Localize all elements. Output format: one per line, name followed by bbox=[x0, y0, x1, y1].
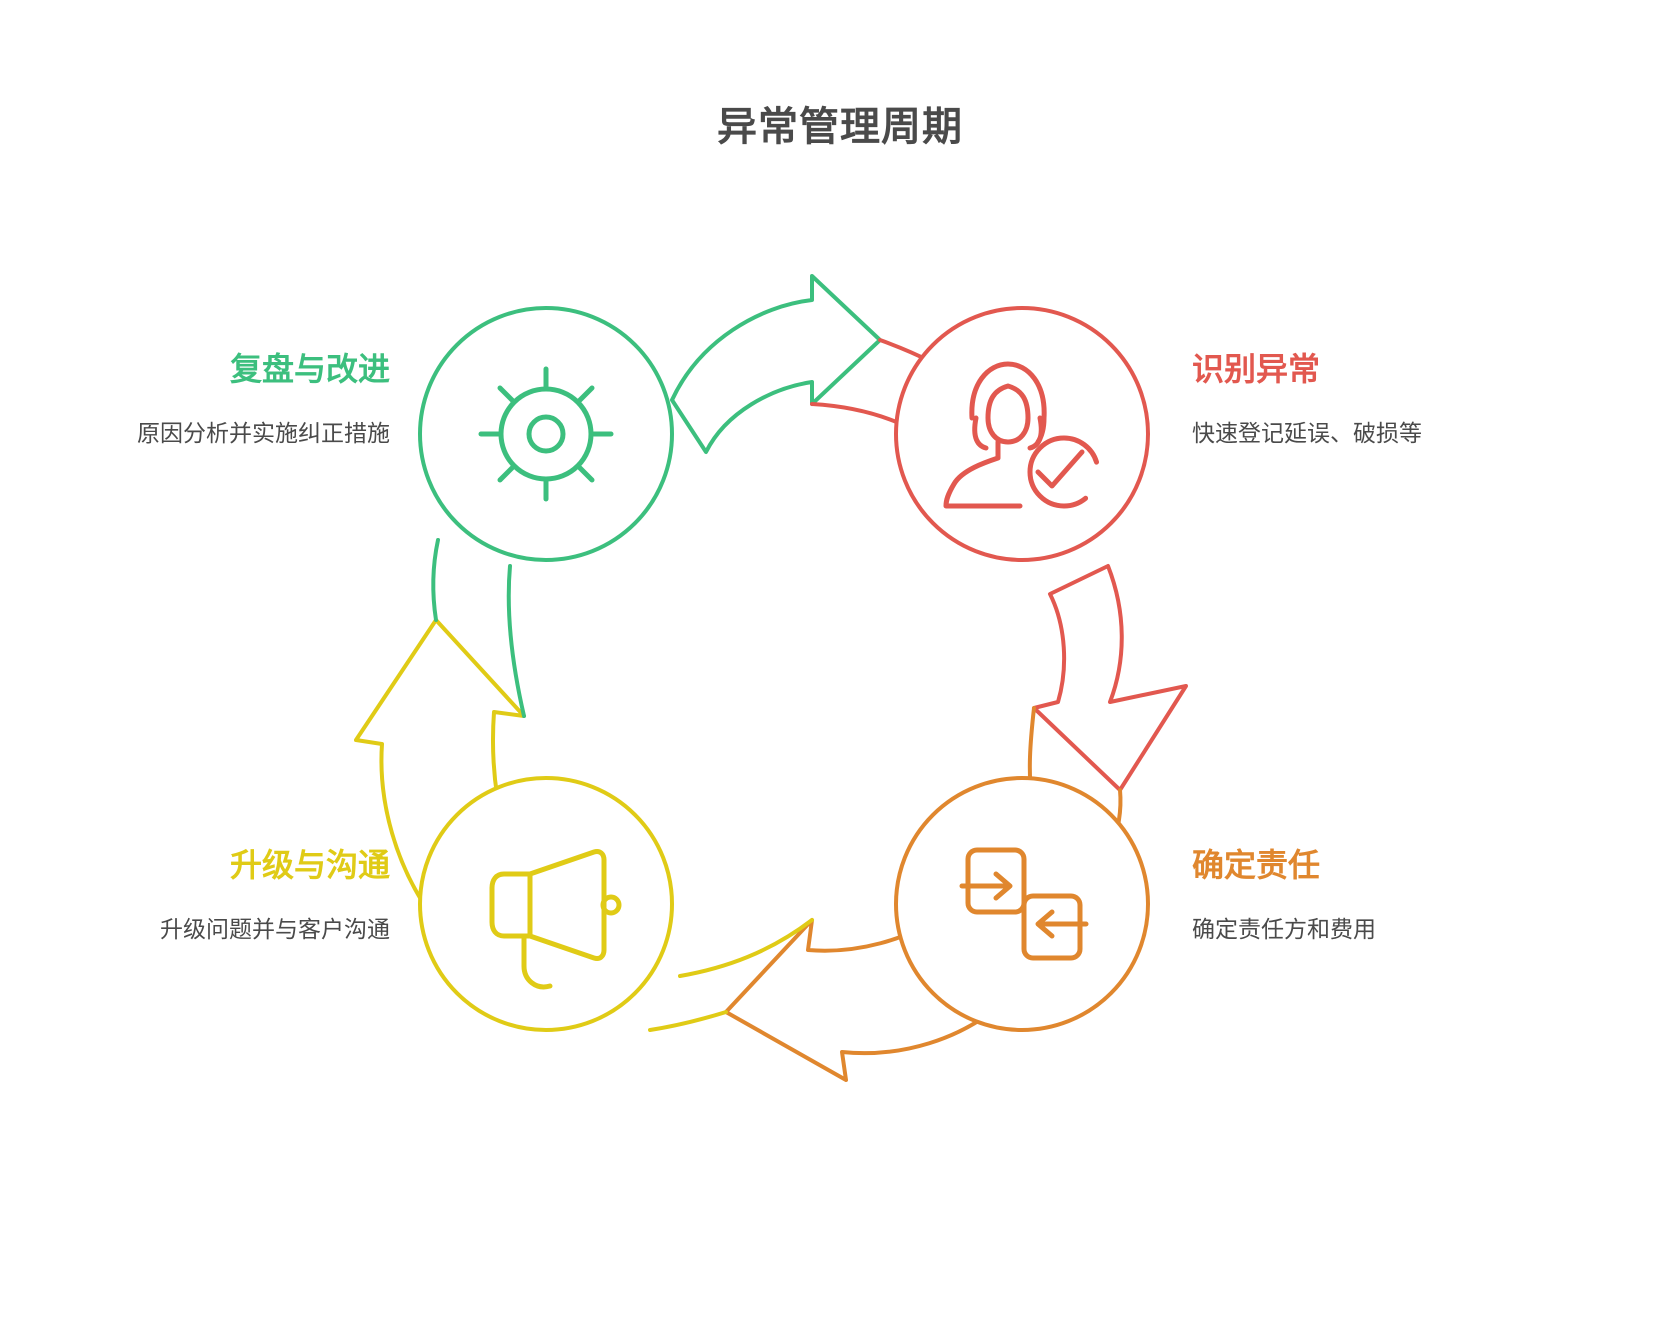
arrow-segment-review-in bbox=[431, 538, 526, 718]
step-title-escalate: 升级与沟通 bbox=[229, 847, 390, 883]
label-block-assign: 确定责任 确定责任方和费用 bbox=[1192, 847, 1632, 945]
node-circle-review[interactable] bbox=[418, 306, 674, 562]
step-desc-review: 原因分析并实施纠正措施 bbox=[137, 420, 390, 447]
label-block-identify: 识别异常 快速登记延误、破损等 bbox=[1192, 351, 1632, 449]
person-check-icon bbox=[943, 361, 1101, 509]
step-desc-identify: 快速登记延误、破损等 bbox=[1192, 420, 1422, 447]
step-title-identify: 识别异常 bbox=[1192, 351, 1321, 387]
megaphone-icon bbox=[489, 849, 622, 990]
transfer-arrows-icon bbox=[959, 847, 1089, 961]
page-title: 异常管理周期 bbox=[717, 105, 963, 149]
step-title-review: 复盘与改进 bbox=[229, 351, 390, 387]
node-circle-escalate[interactable] bbox=[418, 776, 674, 1032]
gear-sun-icon bbox=[478, 366, 614, 502]
arrow-segment-escalate-in bbox=[648, 918, 814, 1032]
step-desc-assign: 确定责任方和费用 bbox=[1192, 916, 1376, 943]
arrow-review-to-identify bbox=[670, 274, 882, 454]
step-desc-escalate: 升级问题并与客户沟通 bbox=[160, 916, 390, 943]
label-block-review: 复盘与改进 原因分析并实施纠正措施 bbox=[0, 351, 390, 449]
arrow-identify-to-assign bbox=[1032, 564, 1188, 792]
step-title-assign: 确定责任 bbox=[1192, 847, 1321, 883]
label-block-escalate: 升级与沟通 升级问题并与客户沟通 bbox=[0, 847, 390, 945]
